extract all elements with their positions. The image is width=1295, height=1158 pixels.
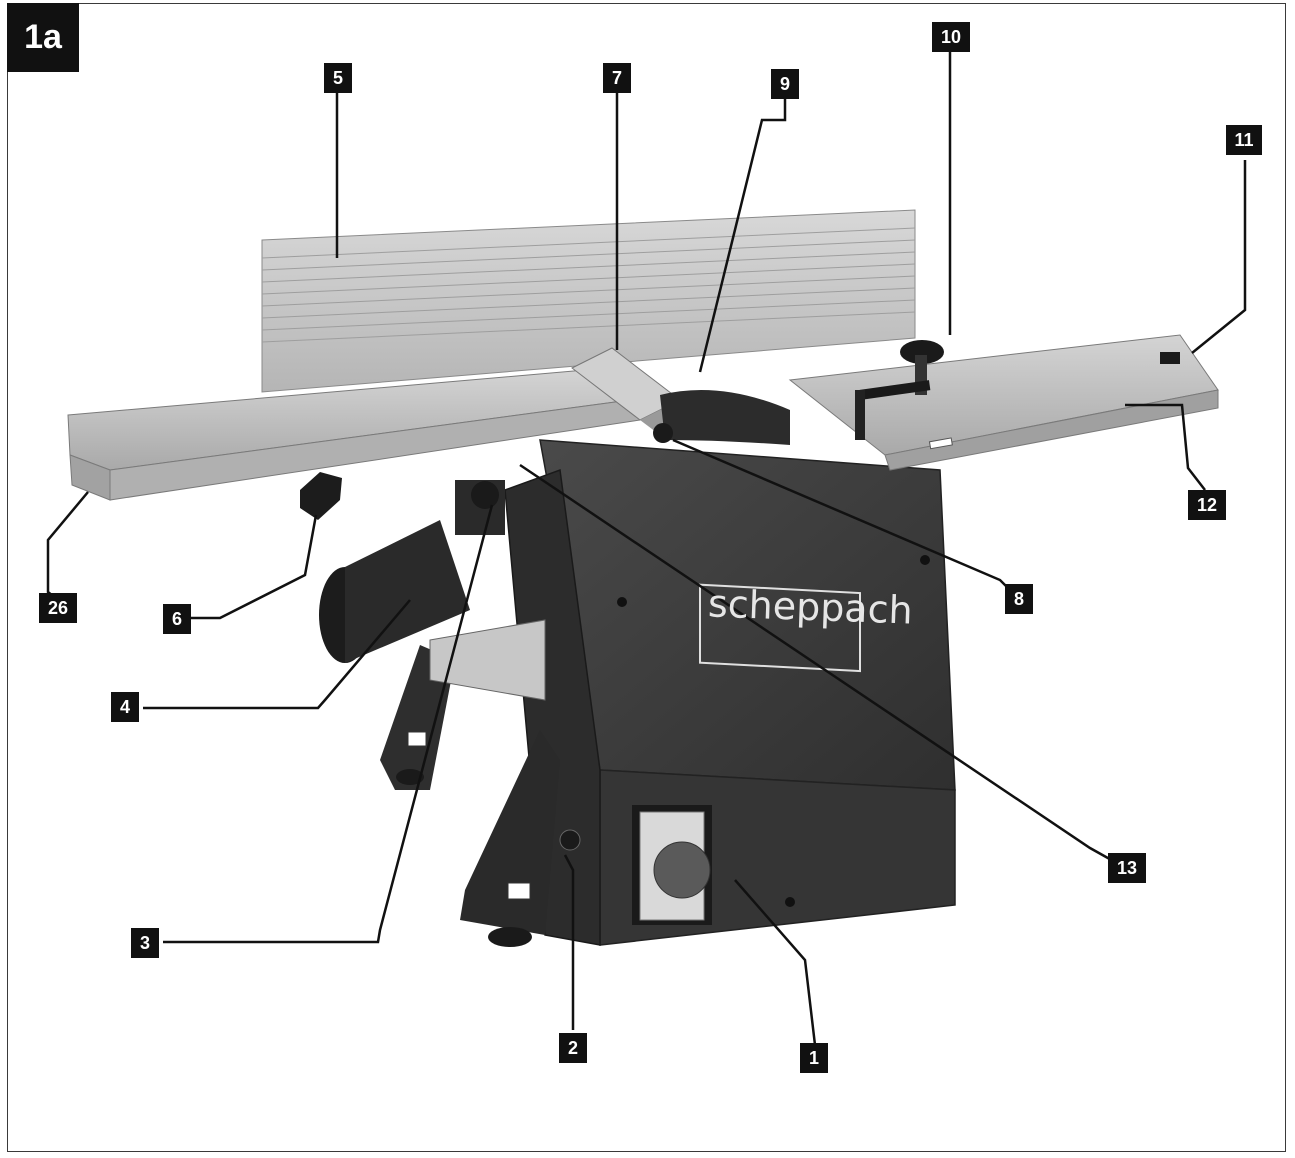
- blade-guard: [571, 347, 790, 445]
- callout-6: 6: [163, 604, 191, 634]
- brand-logo-text: scheppach: [707, 581, 914, 633]
- callout-10: 10: [932, 22, 970, 52]
- callout-5: 5: [324, 63, 352, 93]
- callout-1: 1: [800, 1043, 828, 1073]
- callout-11: 11: [1226, 125, 1262, 155]
- callout-8: 8: [1005, 584, 1033, 614]
- callout-3: 3: [131, 928, 159, 958]
- machine-housing: [504, 439, 956, 946]
- base-frame: [380, 619, 560, 947]
- crank-handle-10: [855, 340, 944, 440]
- callout-4: 4: [111, 692, 139, 722]
- brand-plate: [699, 583, 861, 673]
- knob-8: [653, 423, 673, 443]
- fixing-11: [1160, 352, 1180, 364]
- callout-26: 26: [39, 593, 77, 623]
- locking-knob-6: [300, 472, 342, 520]
- outfeed-table: [788, 334, 1219, 471]
- callout-13: 13: [1108, 853, 1146, 883]
- adjustment-handle-3: [455, 480, 505, 535]
- fence: [261, 209, 916, 393]
- figure-label: 1a: [7, 3, 79, 72]
- callout-2: 2: [559, 1033, 587, 1063]
- callout-9: 9: [771, 69, 799, 99]
- callout-7: 7: [603, 63, 631, 93]
- callout-12: 12: [1188, 490, 1226, 520]
- infeed-table: [67, 369, 641, 501]
- dust-extraction-chute: [319, 520, 470, 663]
